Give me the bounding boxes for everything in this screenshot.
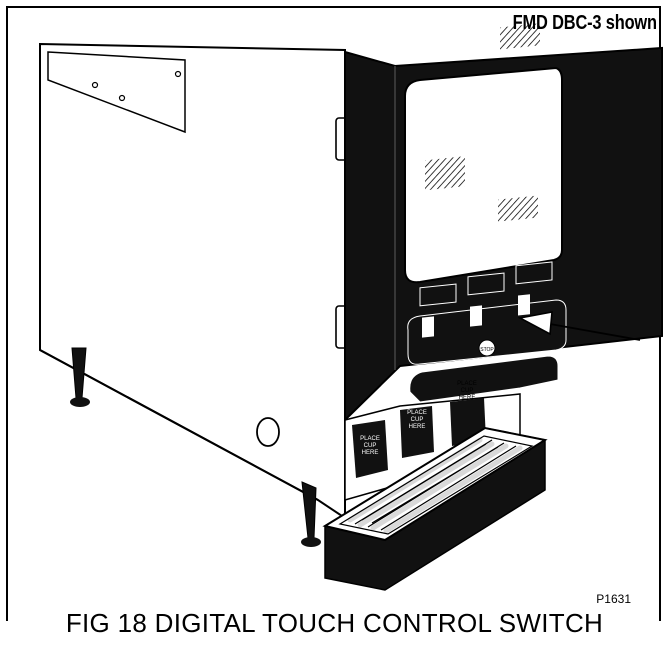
place-cup-labels: PLACE CUP HERE PLACE CUP HERE PLACE CUP … [360, 381, 477, 456]
dispense-area [344, 393, 521, 501]
stop-button-text: STOP [480, 347, 494, 353]
cabinet-side [39, 42, 355, 520]
svg-text:PLACE: PLACE [457, 381, 477, 387]
svg-text:CUP: CUP [461, 388, 474, 394]
front-door [344, 23, 663, 423]
figure-caption: FIG 18 DIGITAL TOUCH CONTROL SWITCH [59, 608, 610, 648]
drip-tray [322, 426, 548, 591]
svg-text:PLACE: PLACE [407, 410, 427, 416]
model-label: FMD DBC-3 shown [512, 12, 657, 34]
stop-button-icon [478, 339, 496, 357]
svg-text:CUP: CUP [411, 417, 424, 423]
svg-text:CUP: CUP [364, 443, 377, 449]
svg-text:PLACE: PLACE [360, 436, 380, 442]
svg-text:HERE: HERE [409, 424, 426, 430]
pointer-arrow [517, 311, 641, 341]
svg-text:HERE: HERE [459, 395, 476, 401]
cabinet-legs [70, 347, 321, 547]
svg-text:HERE: HERE [362, 450, 379, 456]
dispenser-illustration: STOP PLACE CUP HERE PLACE CUP HERE PLACE… [39, 23, 663, 591]
caption-container: FIG 18 DIGITAL TOUCH CONTROL SWITCH [0, 608, 669, 648]
figure-id: P1631 [596, 592, 631, 606]
